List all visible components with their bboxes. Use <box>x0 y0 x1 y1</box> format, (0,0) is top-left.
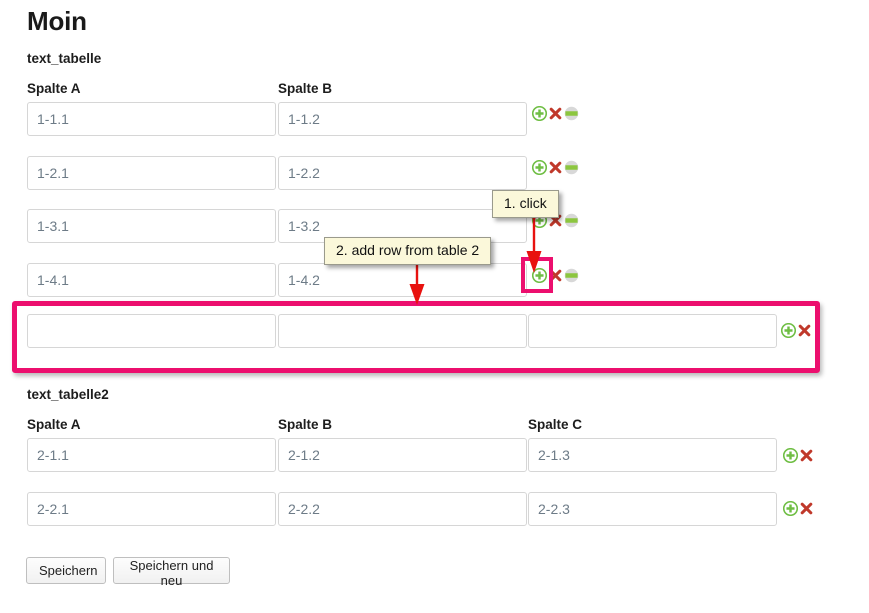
add-icon[interactable] <box>781 323 796 338</box>
delete-icon[interactable] <box>548 268 563 283</box>
delete-icon[interactable] <box>797 323 812 338</box>
annotation-callout-1: 1. click <box>492 190 559 218</box>
add-icon[interactable] <box>532 106 547 121</box>
delete-icon[interactable] <box>548 160 563 175</box>
annotation-callout-2: 2. add row from table 2 <box>324 237 492 265</box>
add-icon[interactable] <box>532 268 547 283</box>
table-1-new-row-cell-a[interactable] <box>27 314 276 348</box>
table-1-row-3-cell-b[interactable] <box>278 263 527 297</box>
table-1-label: text_tabelle <box>27 51 102 66</box>
collapse-icon[interactable] <box>564 268 579 283</box>
table-1-row-0-cell-b[interactable] <box>278 102 527 136</box>
table-1-row-2-cell-a[interactable] <box>27 209 276 243</box>
table-1-row-3-cell-a[interactable] <box>27 263 276 297</box>
add-icon[interactable] <box>783 501 798 516</box>
collapse-icon[interactable] <box>564 160 579 175</box>
add-icon[interactable] <box>532 160 547 175</box>
table-2-row-0-cell-c[interactable] <box>528 438 777 472</box>
table-2-col-header-a: Spalte A <box>27 417 81 432</box>
table-2-row-0-cell-a[interactable] <box>27 438 276 472</box>
table-1-row-1-cell-a[interactable] <box>27 156 276 190</box>
table-2-row-1-cell-a[interactable] <box>27 492 276 526</box>
table-1-col-header-a: Spalte A <box>27 81 81 96</box>
table-1-col-header-b: Spalte B <box>278 81 333 96</box>
table-2-col-header-b: Spalte B <box>278 417 333 432</box>
page-title: Moin <box>27 6 87 36</box>
table-2-row-1-cell-c[interactable] <box>528 492 777 526</box>
table-2-row-1-cell-b[interactable] <box>278 492 527 526</box>
save-button[interactable]: Speichern <box>26 557 106 584</box>
collapse-icon[interactable] <box>564 106 579 121</box>
collapse-icon[interactable] <box>564 213 579 228</box>
add-icon[interactable] <box>783 448 798 463</box>
table-1-new-row-cell-b[interactable] <box>278 314 527 348</box>
table-1-row-1-cell-b[interactable] <box>278 156 527 190</box>
table-1-row-0-cell-a[interactable] <box>27 102 276 136</box>
save-and-new-button[interactable]: Speichern und neu <box>113 557 230 588</box>
delete-icon[interactable] <box>799 448 814 463</box>
table-2-label: text_tabelle2 <box>27 387 109 402</box>
table-2-row-0-cell-b[interactable] <box>278 438 527 472</box>
delete-icon[interactable] <box>548 106 563 121</box>
table-1-new-row-cell-c[interactable] <box>528 314 777 348</box>
table-2-col-header-c: Spalte C <box>528 417 583 432</box>
delete-icon[interactable] <box>799 501 814 516</box>
